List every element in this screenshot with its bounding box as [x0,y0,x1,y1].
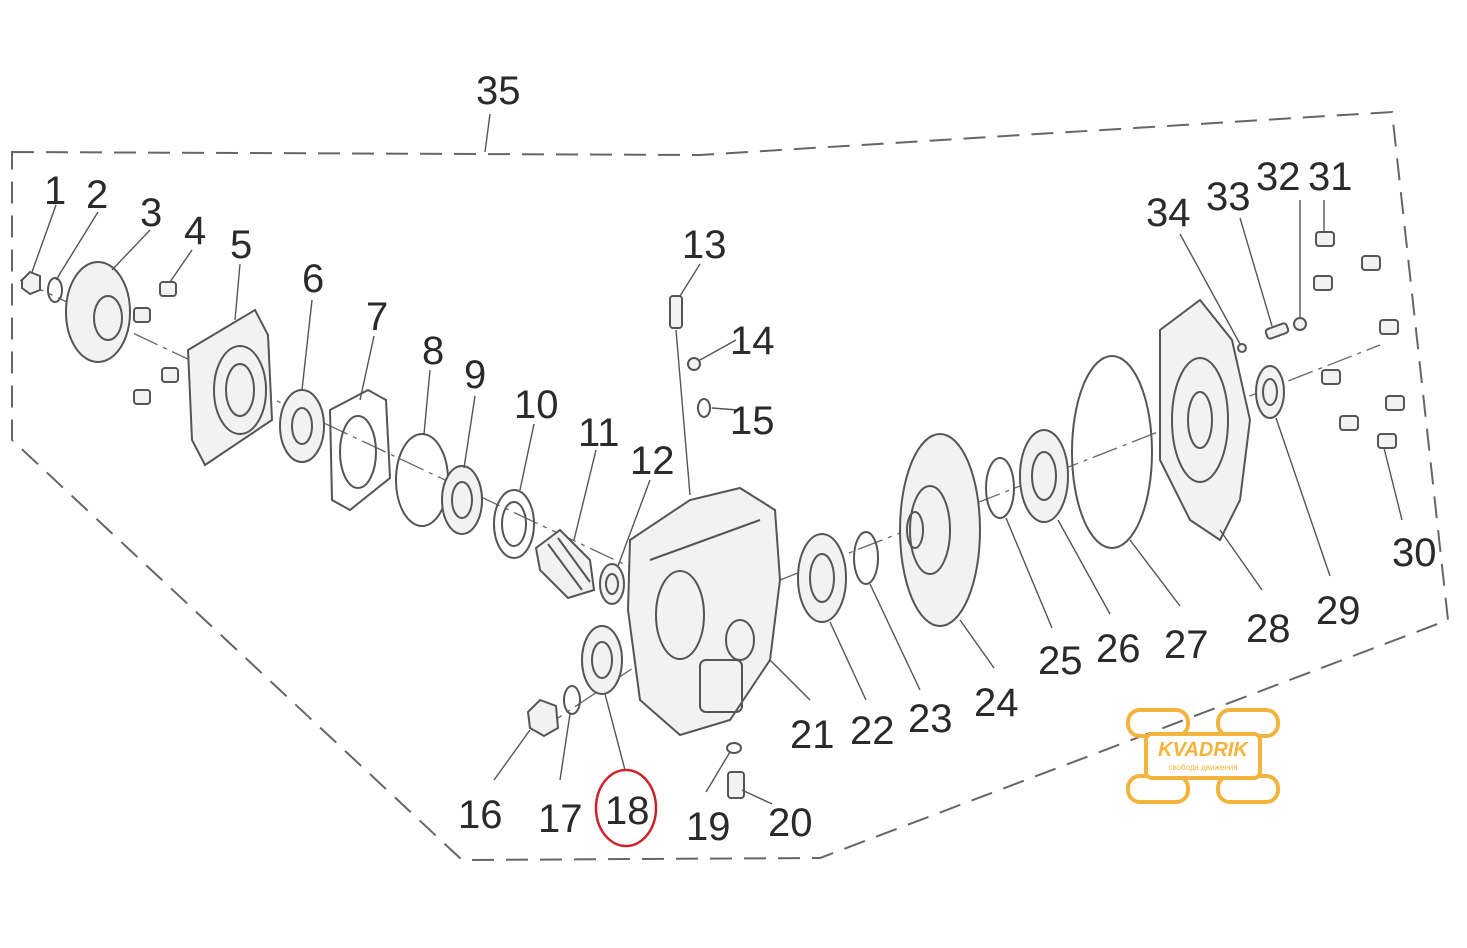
callout-18: 18 [605,789,650,833]
part-small-34 [1237,343,1247,353]
callout-2: 2 [86,173,108,217]
logo-tagline: свобода движения [1168,763,1237,772]
part-drain-plug [727,771,745,799]
callout-32: 32 [1256,155,1301,199]
callout-11: 11 [578,411,620,455]
part-nut [21,270,41,296]
callout-22: 22 [850,709,895,753]
part-bearing-22 [797,533,847,623]
callout-35: 35 [476,69,521,113]
callout-8: 8 [422,329,444,373]
part-pinion-gear [534,528,596,600]
part-nut-32 [1293,317,1307,331]
callout-31: 31 [1308,155,1353,199]
part-drain-washer [726,742,742,754]
callout-28: 28 [1246,607,1291,651]
callout-16: 16 [458,793,503,837]
part-seal-6 [279,389,325,463]
callout-26: 26 [1096,627,1141,671]
part-gasket [328,388,392,512]
part-bolts-30 [1313,231,1405,449]
callout-25: 25 [1038,639,1083,683]
callout-labels: 1 2 3 4 5 6 7 8 9 10 11 12 13 14 15 16 1… [44,69,1437,849]
part-bearing-18 [581,625,623,695]
part-washer-17 [563,685,581,715]
part-seal-29 [1255,365,1285,419]
callout-12: 12 [630,439,675,483]
part-o-ring-27 [1071,355,1153,549]
axis-output [779,344,1381,581]
callout-17: 17 [538,797,583,841]
part-vent-hose [669,295,691,496]
callout-4: 4 [184,209,206,253]
callout-15: 15 [730,399,775,443]
logo-brand: KVADRIK [1158,739,1249,761]
callout-20: 20 [768,801,813,845]
callout-5: 5 [230,223,252,267]
callout-21: 21 [790,713,835,757]
callout-23: 23 [908,697,953,741]
callout-24: 24 [974,681,1019,725]
callout-7: 7 [366,295,388,339]
callout-9: 9 [464,353,486,397]
kvadrik-logo: KVADRIK свобода движения [1126,708,1280,804]
part-bolts-4 [133,281,179,405]
part-pin-33 [1264,322,1290,340]
part-small-washer [697,398,711,418]
part-housing-plate [186,308,274,467]
part-clamp [687,357,701,371]
leader-lines [31,200,1403,805]
part-cover [1159,298,1252,542]
callout-1: 1 [44,169,66,213]
leader-35 [484,113,491,153]
part-washer [47,277,63,303]
callout-13: 13 [682,223,727,267]
assembly-boundary [11,110,1450,862]
callout-3: 3 [140,191,162,235]
part-flange [65,261,131,363]
callout-6: 6 [302,257,324,301]
part-bearing-9 [441,465,483,535]
part-nut-16 [526,698,560,738]
callout-33: 33 [1206,175,1251,219]
part-shim-25 [985,457,1015,519]
part-o-ring-8 [395,433,449,527]
callout-34: 34 [1146,191,1191,235]
part-ring-gear [899,433,981,627]
callout-29: 29 [1316,589,1361,633]
callout-30: 30 [1392,531,1437,575]
callout-10: 10 [514,383,559,427]
part-ring-10 [493,489,535,559]
part-shim-23 [853,531,879,585]
part-bearing-26 [1019,429,1069,523]
callout-27: 27 [1164,623,1209,667]
part-seal-12 [599,563,625,605]
callout-19: 19 [686,805,731,849]
part-main-case [626,486,782,737]
highlight-circle [594,768,658,848]
callout-14: 14 [730,319,775,363]
